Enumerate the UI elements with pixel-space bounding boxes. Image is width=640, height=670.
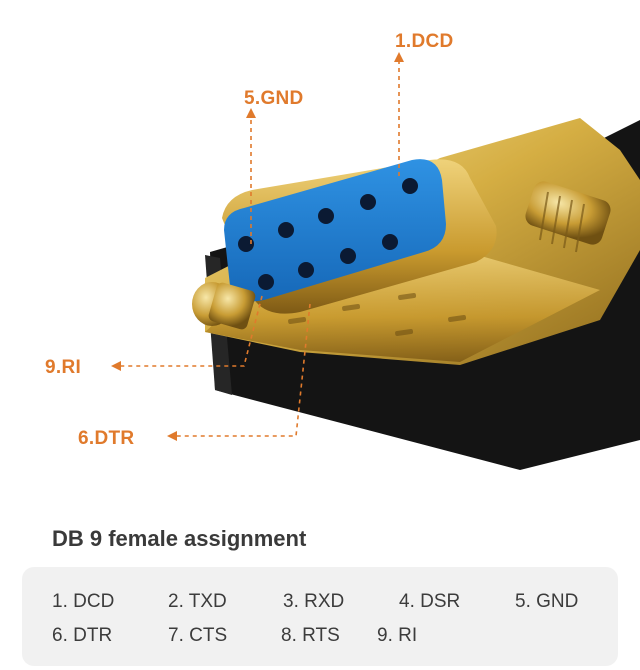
callout-pin-6-dtr: 6.DTR [78, 428, 135, 449]
pin-hole-7 [340, 248, 356, 264]
pin-face [224, 159, 446, 302]
pin-assignment-item: 2. TXD [168, 591, 227, 612]
leader-lines [118, 60, 400, 437]
callout-pin-9-ri: 9.RI [45, 357, 82, 378]
callout-pin-5-gnd: 5.GND [244, 88, 304, 109]
pin-hole-6 [382, 234, 398, 250]
pin-hole-2 [360, 194, 376, 210]
pin-hole-5 [238, 236, 254, 252]
screw-right [525, 181, 611, 253]
callout-pin-1-dcd: 1.DCD [395, 31, 454, 52]
pin-hole-3 [318, 208, 334, 224]
db9-connector-illustration [111, 52, 640, 470]
pin-assignment-item: 8. RTS [281, 625, 340, 646]
pin-assignment-item: 5. GND [515, 591, 579, 612]
leader-arrowheads [111, 52, 404, 441]
pin-assignment-item: 7. CTS [168, 625, 228, 646]
pin-assignment-item: 4. DSR [399, 591, 461, 612]
pin-assignment-item: 6. DTR [52, 625, 113, 646]
leader-ri [118, 295, 263, 367]
pin-assignment-item: 1. DCD [52, 591, 115, 612]
section-title: DB 9 female assignment [52, 526, 307, 551]
pin-hole-9 [258, 274, 274, 290]
pin-hole-4 [278, 222, 294, 238]
screw-left [192, 282, 256, 330]
pin-assignment-item: 9. RI [377, 625, 418, 646]
pin-assignment-item: 3. RXD [283, 591, 345, 612]
pin-assignment-panel: 1. DCD 2. TXD 3. RXD 4. DSR 5. GND 6. DT… [22, 567, 618, 666]
pin-hole-1 [402, 178, 418, 194]
pin-holes [238, 178, 418, 290]
pin-hole-8 [298, 262, 314, 278]
